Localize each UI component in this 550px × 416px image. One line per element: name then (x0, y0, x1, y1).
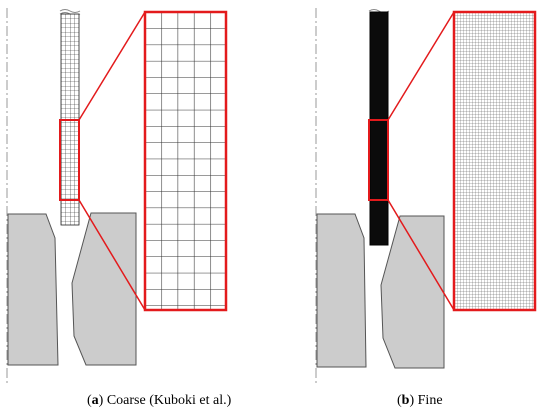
panel-b-fine (315, 8, 537, 385)
die-right-a (71, 212, 137, 366)
fine-zoom-view (452, 10, 537, 312)
caption-a-label: a (91, 393, 99, 408)
caption-b-text: Fine (417, 393, 443, 408)
caption-a: (a) Coarse (Kuboki et al.) (87, 393, 232, 408)
zoom-connector-a-bottom (78, 199, 146, 311)
highlight-box-b (368, 119, 389, 201)
die-right-b (380, 215, 445, 369)
coarse-zoom-view (143, 10, 228, 312)
fine-mesh-strip (369, 11, 389, 246)
zoom-connector-a-top (78, 11, 146, 121)
die-left-b (316, 213, 367, 368)
die-left-a (7, 213, 59, 366)
strip-top-break-a (59, 9, 81, 13)
caption-b: (b) Fine (397, 393, 443, 408)
zoom-connector-b-top (387, 11, 455, 121)
highlight-box-a (59, 119, 80, 201)
panel-a-coarse (6, 8, 228, 385)
caption-b-label: b (401, 393, 410, 408)
caption-a-text: Coarse (Kuboki et al.) (106, 393, 232, 408)
zoom-connector-b-bottom (387, 199, 455, 311)
